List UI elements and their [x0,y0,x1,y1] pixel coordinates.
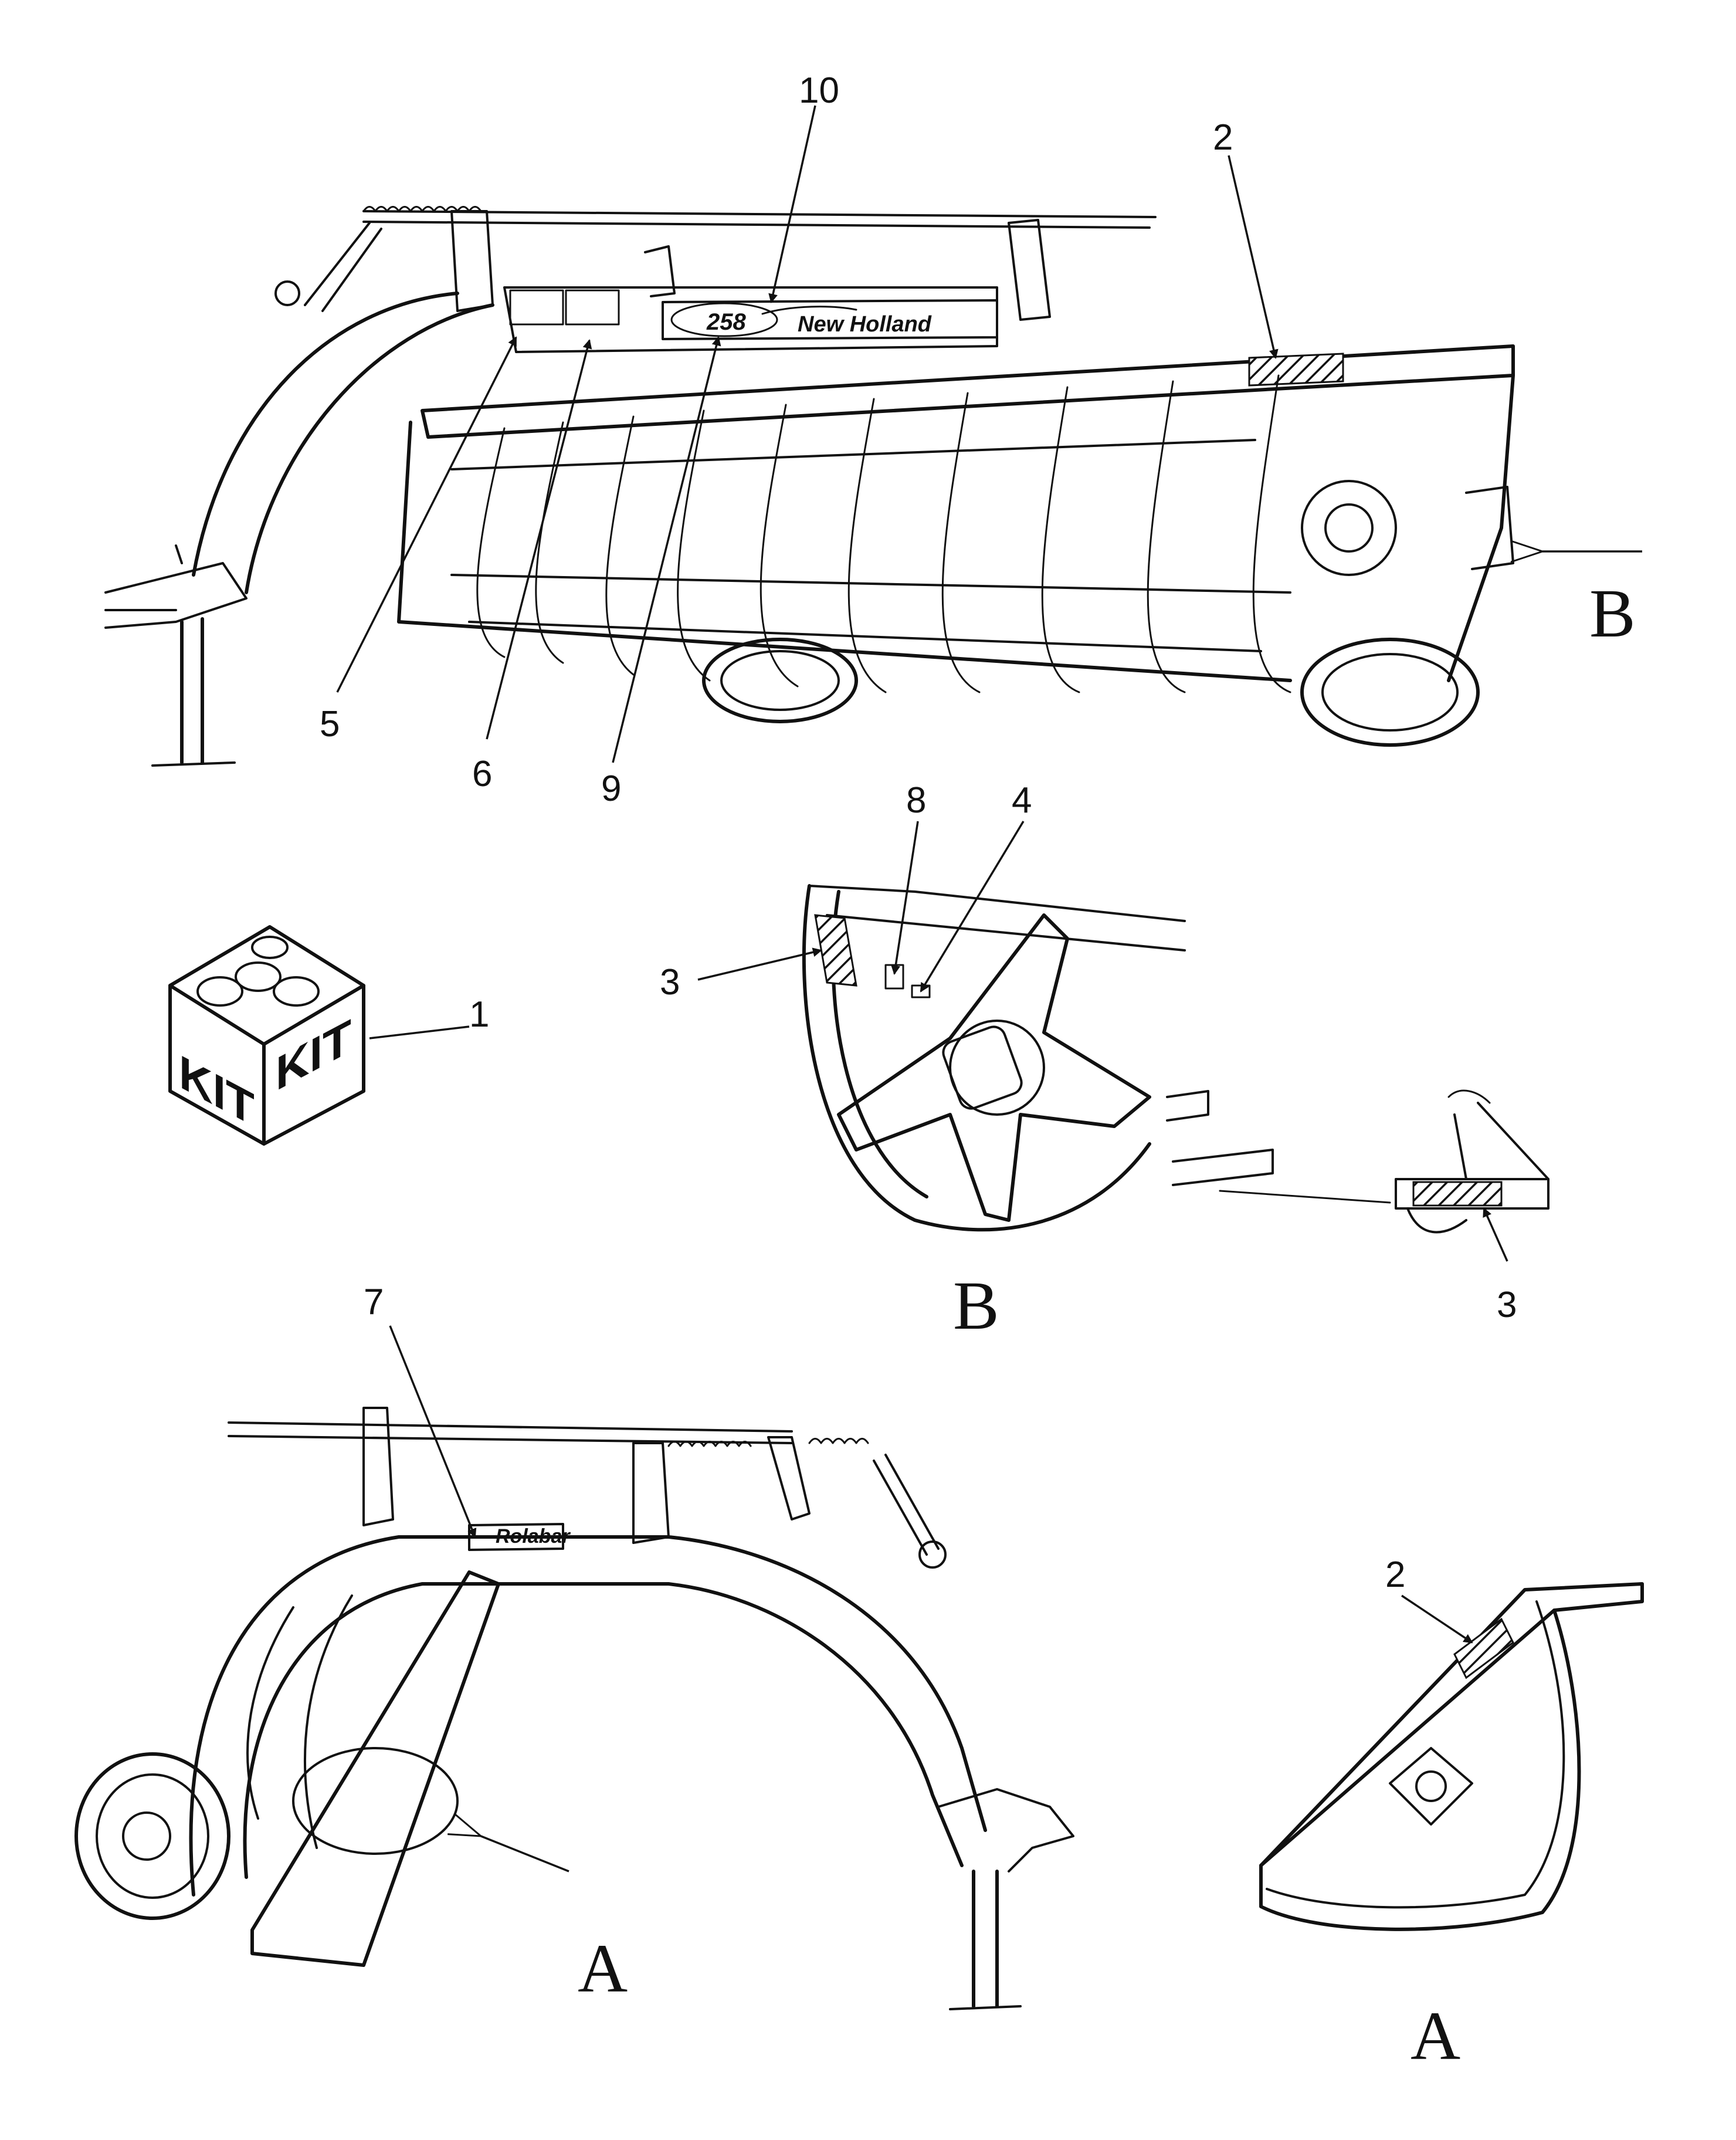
callout-7: 7 [364,1282,384,1322]
detail-view-a [1259,1582,1644,1931]
callout-9: 9 [601,768,621,809]
callout-leaders [336,105,1508,1644]
view-a-arrow-label: A [578,1930,628,2007]
kit-label-left: KIT [179,1045,255,1137]
rake-assembly-bottom: Rolabar [74,1407,1074,2010]
kit-label-right: KIT [276,1009,351,1101]
view-b-arrow-label: B [1589,575,1636,652]
rake-assembly-top: 258 New Holland [104,206,1515,767]
kit-box: KIT KIT [168,925,365,1146]
callout-4: 4 [1012,780,1032,821]
view-b-detail-label: B [953,1267,999,1344]
view-a-detail-label: A [1410,1997,1460,2074]
callout-1: 1 [469,994,489,1035]
model-number-decal: 258 [706,309,746,335]
callout-3-right: 3 [1497,1285,1517,1325]
detail-view-b [802,884,1549,1234]
callout-2-top: 2 [1213,117,1233,158]
callout-5: 5 [320,704,340,744]
view-a-arrow [481,1836,569,1872]
callout-3-left: 3 [660,962,680,1003]
callout-8: 8 [906,780,926,821]
callout-10: 10 [799,70,839,111]
brand-decal: New Holland [798,312,932,337]
callout-6: 6 [472,754,492,794]
rolabar-decal: Rolabar [496,1525,571,1548]
callout-2-bottom: 2 [1385,1555,1405,1595]
